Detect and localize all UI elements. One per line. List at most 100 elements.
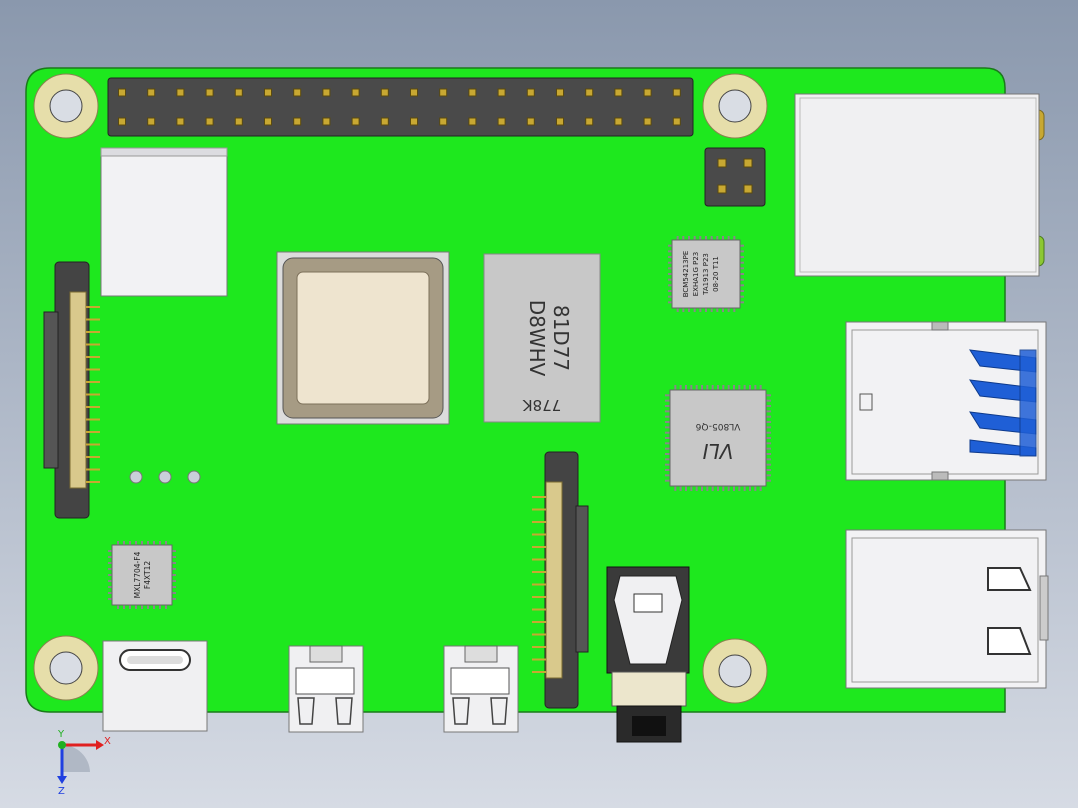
ic-pin	[668, 290, 672, 292]
ic-pin	[722, 308, 724, 312]
ic-pin	[682, 236, 685, 240]
ram-chip: 778K 81D77 D8WHV	[483, 253, 601, 423]
ic-pin	[717, 486, 719, 491]
ic-pin	[123, 541, 125, 545]
wifi-module-shield	[100, 147, 228, 297]
dsi-pin	[86, 418, 100, 421]
gpio-pin	[497, 117, 506, 126]
ic-pin	[679, 486, 682, 491]
ic-pin	[668, 267, 672, 270]
phy-text-1: BCM54213PE	[682, 251, 690, 298]
ic-pin	[705, 308, 707, 312]
ic-pin	[688, 236, 690, 240]
ic-pin	[117, 605, 119, 609]
ic-pin	[668, 256, 672, 258]
ic-pin	[665, 394, 670, 397]
ic-pin	[699, 308, 702, 312]
usb-ctrl-logo: VLI	[703, 439, 734, 463]
ic-pin	[766, 410, 771, 413]
ethernet-jack	[794, 93, 1045, 277]
usb-ctrl-text: VL805-Q6	[695, 421, 740, 431]
gpio-pin	[176, 88, 185, 97]
dsi-pin	[86, 393, 100, 396]
ic-pin	[766, 399, 771, 402]
ethernet-phy-chip: BCM54213PE EXHA1G P23 TA1913 P23 08-20 T…	[668, 236, 744, 312]
ic-pin	[706, 385, 709, 390]
gpio-pin	[351, 117, 360, 126]
ic-pin	[679, 385, 682, 390]
ic-pin	[727, 385, 730, 390]
ic-pin	[695, 486, 698, 491]
gpio-pin	[351, 88, 360, 97]
gpio-pin	[526, 88, 535, 97]
gpio-pin	[118, 88, 126, 97]
ic-pin	[665, 442, 670, 445]
ic-pin	[129, 541, 131, 545]
ic-pin	[766, 479, 771, 482]
gpio-pin	[468, 117, 477, 126]
ic-pin	[743, 385, 746, 390]
poe-pin	[743, 158, 753, 168]
ic-pin	[695, 385, 698, 390]
ic-pin	[705, 236, 707, 240]
gpio-pin	[205, 88, 214, 97]
ic-pin	[108, 550, 112, 552]
ic-pin	[674, 385, 677, 390]
csi-pin	[532, 621, 546, 623]
usb2-port	[845, 529, 1049, 689]
dsi-pin	[86, 443, 100, 446]
ic-pin	[108, 562, 112, 564]
ic-pin	[766, 463, 771, 466]
dsi-pin	[86, 318, 100, 321]
csi-pin	[532, 596, 546, 598]
ic-pin	[740, 295, 744, 298]
ic-pin	[733, 236, 736, 240]
ic-pin	[749, 385, 751, 390]
ic-pin	[153, 541, 155, 545]
ic-pin	[668, 295, 672, 298]
ic-pin	[727, 486, 730, 491]
ram-text-line1: 81D77	[549, 305, 573, 371]
ic-pin	[129, 605, 131, 609]
ic-pin	[668, 273, 672, 275]
ic-pin	[165, 605, 167, 609]
ic-pin	[172, 580, 176, 582]
usb-c-power-port	[102, 640, 208, 732]
ic-pin	[135, 541, 137, 545]
pmic-text-2: F4XT12	[143, 561, 152, 589]
ic-pin	[733, 308, 736, 312]
ic-pin	[172, 562, 176, 564]
ic-pin	[740, 290, 744, 292]
dsi-pin	[86, 331, 100, 333]
ic-pin	[172, 598, 176, 600]
gpio-pin	[293, 117, 302, 126]
poe-pin	[717, 158, 727, 168]
ic-pin	[108, 586, 112, 588]
ic-pin	[172, 586, 176, 588]
csi-pin	[532, 558, 546, 561]
ram-text-line2: D8WHV	[525, 300, 549, 377]
csi-pin	[532, 571, 546, 573]
csi-pin	[532, 608, 546, 611]
ic-pin	[108, 598, 112, 600]
gpio-header	[107, 77, 694, 137]
ic-pin	[740, 244, 744, 247]
ic-pin	[722, 486, 725, 491]
ic-pin	[665, 453, 670, 455]
ic-pin	[123, 605, 125, 609]
ic-pin	[722, 236, 724, 240]
ic-pin	[749, 486, 751, 491]
gpio-pin	[439, 88, 448, 97]
ic-pin	[665, 474, 670, 477]
gpio-pin	[585, 117, 594, 126]
ic-pin	[141, 541, 143, 545]
ic-pin	[665, 463, 670, 466]
ic-pin	[693, 236, 696, 240]
csi-pin	[532, 533, 546, 536]
gpio-pin	[410, 117, 418, 126]
csi-pin	[532, 508, 546, 511]
gpio-pin	[643, 117, 652, 126]
ic-pin	[665, 405, 670, 407]
ic-pin	[147, 605, 149, 609]
